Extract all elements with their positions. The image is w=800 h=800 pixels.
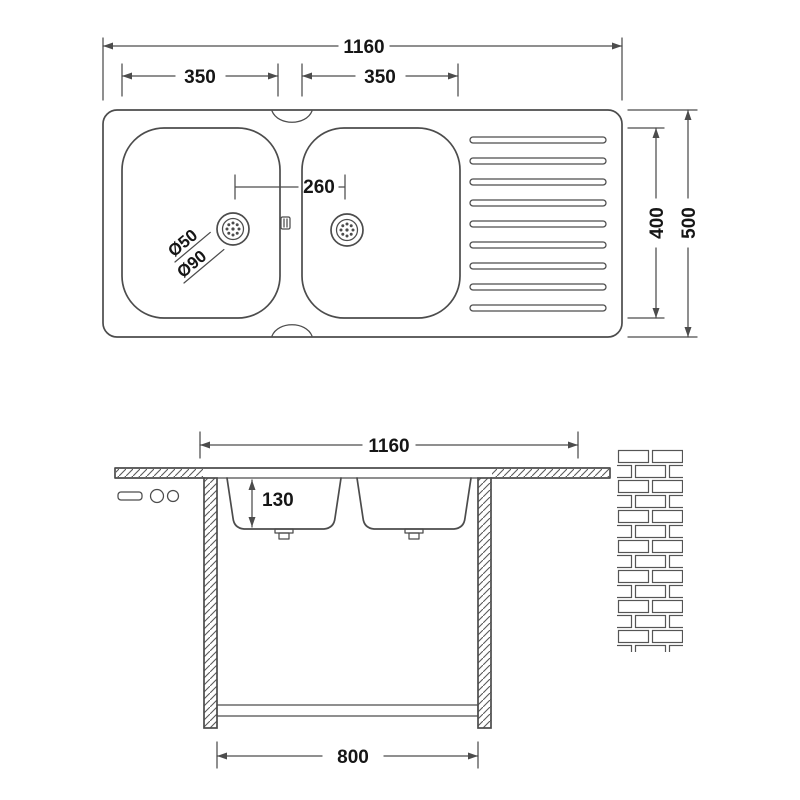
right-drain-icon [330,213,364,247]
drainer-ribs [469,136,607,312]
tap-hole-icon [166,489,180,503]
bowl-divider-top-curve [271,110,313,123]
plan-extension-lines [102,37,698,338]
dim-bowl-depth-label: 130 [262,490,294,511]
dim-inner-depth-label: 400 [647,207,668,239]
dim-section-top-width: 1160 [199,431,579,459]
cabinet-left-wall [203,477,218,729]
bowl-divider-bottom-curve [271,324,313,337]
overflow-icon [280,216,291,230]
dim-drain-spacing-label: 260 [303,177,335,198]
dim-bowl-depth: 130 [248,479,294,528]
right-bowl-section [356,477,472,530]
tap-hole-icon [149,488,165,504]
left-drain-icon [216,212,250,246]
dim-inner-depth: 400 [647,127,668,319]
dim-plan-overall-width-label: 1160 [343,37,384,58]
right-drain-trap-icon [404,528,424,540]
sink-outline [102,109,623,338]
left-bowl [121,127,281,319]
dim-base-width-label: 800 [337,747,369,768]
dim-overall-depth-label: 500 [679,207,700,239]
brick-wall [617,449,683,652]
dim-left-bowl-width-label: 350 [184,67,216,88]
dim-drain-spacing: 260 [234,174,346,200]
dim-right-bowl-width-label: 350 [364,67,396,88]
dim-base-width: 800 [216,741,479,769]
plan-view: 1160 350 350 500 400 [102,37,700,338]
cabinet-right-wall [477,477,492,729]
tap-icons [117,488,180,504]
tap-lever-icon [117,491,143,501]
section-view: 1160 130 [114,431,683,769]
left-drain-trap-icon [274,528,294,540]
cabinet-bottom-panel [216,704,479,717]
dim-overall-depth: 500 [679,109,700,338]
dim-plan-overall-width: 1160 [102,37,623,58]
dim-left-bowl-width: 350 [121,67,279,88]
right-bowl [301,127,461,319]
dim-section-top-width-label: 1160 [368,436,409,457]
countertop [114,467,611,479]
dim-right-bowl-width: 350 [301,67,459,88]
